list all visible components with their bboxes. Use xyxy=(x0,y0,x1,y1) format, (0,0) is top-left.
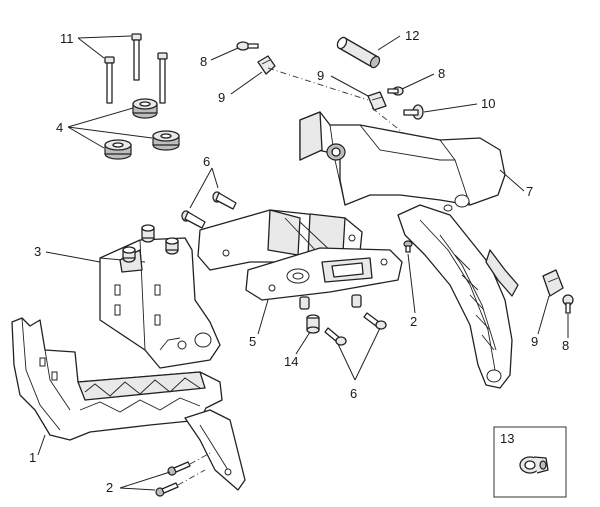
part-12-tube xyxy=(336,36,381,69)
part-6-pins-upper xyxy=(181,191,237,229)
callout-10: 10 xyxy=(481,96,495,111)
callout-1: 1 xyxy=(29,450,36,465)
callout-13: 13 xyxy=(500,431,514,446)
spacer-on-plate-left xyxy=(299,296,310,310)
callout-2-middle: 2 xyxy=(410,314,417,329)
part-9-clip-right xyxy=(542,269,564,297)
callout-9-top-right: 9 xyxy=(317,68,324,83)
part-10-pin xyxy=(403,104,424,120)
screw-2-lower-b xyxy=(155,482,179,497)
callout-8-top-right: 8 xyxy=(438,66,445,81)
callout-7: 7 xyxy=(526,184,533,199)
callout-6-upper: 6 xyxy=(203,154,210,169)
callout-9-right: 9 xyxy=(531,334,538,349)
part-3-bracket xyxy=(99,224,221,369)
part-9-clip-top-left xyxy=(257,55,276,75)
part-2-screw-middle xyxy=(403,240,413,253)
callout-14: 14 xyxy=(284,354,298,369)
part-8-screw-top-right xyxy=(387,86,404,96)
pin-6-upper-a xyxy=(212,191,237,210)
leader-lines xyxy=(37,35,569,491)
grommet-4-left xyxy=(104,139,132,160)
bolt-11-right xyxy=(157,52,168,104)
pin-6-upper-b xyxy=(181,210,206,229)
alignment-line-lower xyxy=(177,451,213,486)
part-4-grommets xyxy=(104,98,180,160)
callout-5: 5 xyxy=(249,334,256,349)
part-7-bracket xyxy=(299,111,506,212)
part-7-arm xyxy=(397,204,519,389)
part-6-bolts-lower xyxy=(324,312,387,346)
callout-8-right: 8 xyxy=(562,338,569,353)
bolt-6-lower-a xyxy=(324,327,347,346)
part-1-frame xyxy=(11,317,246,491)
grommet-4-top xyxy=(132,98,158,119)
bolt-11-left xyxy=(104,56,115,104)
part-5-plate xyxy=(245,247,403,301)
part-8-screw-right xyxy=(562,294,574,314)
callout-3: 3 xyxy=(34,244,41,259)
alignment-line-top xyxy=(267,67,369,101)
callout-4: 4 xyxy=(56,120,63,135)
part-8-screw-top-left xyxy=(236,41,259,51)
part-9-clip-top-right xyxy=(367,91,387,111)
callout-2-lower: 2 xyxy=(106,480,113,495)
spacer-on-plate-right xyxy=(351,294,362,308)
callout-11: 11 xyxy=(60,31,74,46)
callout-12: 12 xyxy=(405,28,419,43)
callout-9-top-left: 9 xyxy=(218,90,225,105)
bolt-6-lower-b xyxy=(363,312,387,330)
callout-6-lower: 6 xyxy=(350,386,357,401)
bolt-11-middle xyxy=(131,33,142,81)
part-13-inset xyxy=(493,426,567,498)
part-11-bolts xyxy=(104,33,168,104)
screw-2-lower-a xyxy=(167,461,191,476)
part-14-spacer xyxy=(306,314,320,334)
part-2-screws-lower xyxy=(155,461,191,497)
grommet-4-right xyxy=(152,130,180,151)
callout-labels: 1 2 2 3 4 5 6 6 7 8 8 8 9 9 9 10 11 12 1… xyxy=(29,28,569,495)
callout-8-top-left: 8 xyxy=(200,54,207,69)
